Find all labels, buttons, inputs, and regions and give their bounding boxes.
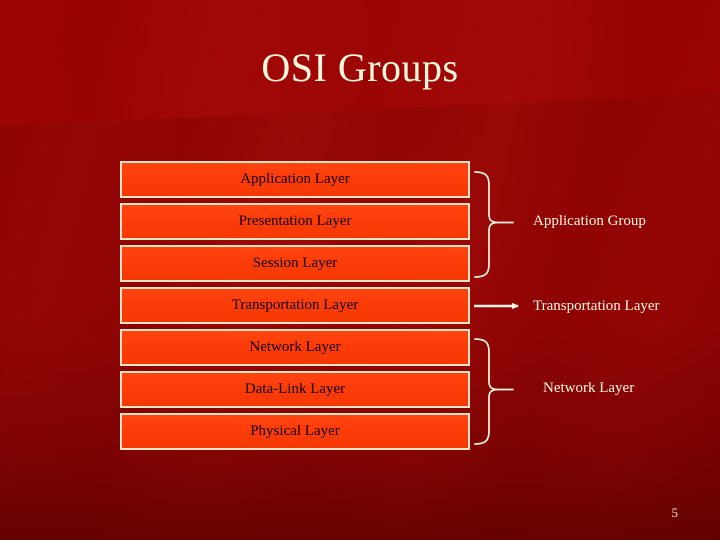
layer-box-physical[interactable]: Physical Layer (120, 413, 470, 450)
layer-label: Application Layer (240, 171, 350, 187)
layer-label: Presentation Layer (238, 213, 352, 229)
layer-label: Transportation Layer (231, 297, 359, 313)
layer-box-network[interactable]: Network Layer (120, 329, 470, 366)
group-label-transportation: Transportation Layer (533, 298, 660, 314)
group-label-application: Application Group (533, 213, 646, 229)
layer-box-data-link[interactable]: Data-Link Layer (120, 371, 470, 408)
osi-layer-stack: Application Layer Presentation Layer Ses… (120, 161, 470, 455)
layer-label: Data-Link Layer (244, 381, 346, 397)
page-title: OSI Groups (261, 45, 459, 90)
layer-label: Session Layer (252, 255, 338, 271)
page-number: 5 (671, 505, 679, 520)
layer-box-transportation[interactable]: Transportation Layer (120, 287, 470, 324)
layer-box-presentation[interactable]: Presentation Layer (120, 203, 470, 240)
layer-box-session[interactable]: Session Layer (120, 245, 470, 282)
layer-label: Network Layer (249, 339, 341, 355)
layer-box-application[interactable]: Application Layer (120, 161, 470, 198)
group-label-network: Network Layer (543, 380, 635, 396)
layer-label: Physical Layer (250, 423, 340, 439)
